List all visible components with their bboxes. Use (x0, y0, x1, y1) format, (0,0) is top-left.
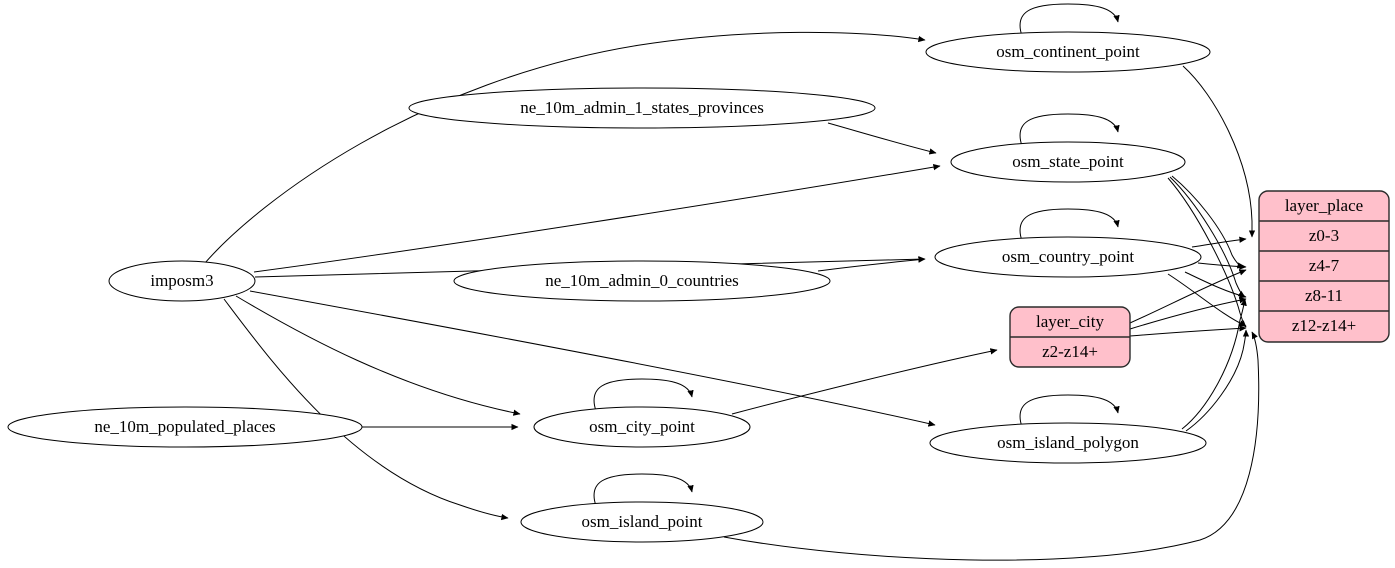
edge-osm-island-point-self-loop (593, 473, 694, 507)
node-ne-10m-admin-0-countries[interactable]: ne_10m_admin_0_countries (453, 260, 831, 302)
osm-country-point-label: osm_country_point (1002, 247, 1134, 266)
imposm3-ellipse (108, 260, 256, 302)
edge-osm-country-point-to-layer-place-z12-z14 (1167, 273, 1247, 327)
edge-osm-country-point-to-layer-place-z8-11 (1184, 271, 1247, 299)
node-osm-island-polygon[interactable]: osm_island_polygon (929, 422, 1207, 464)
layer-place-box (1258, 190, 1390, 343)
edge-layer-city-to-layer-place-z4-7 (1129, 269, 1247, 324)
edge-osm-state-point-self-loop (1019, 113, 1120, 147)
record-node-layer: layer_city z2-z14+ layer_place z0-3 z4-7… (1009, 190, 1390, 368)
edge-ne-states-to-osm-state-point (827, 122, 937, 155)
layer-place-row-z4-7[interactable]: z4-7 (1309, 256, 1340, 275)
edge-osm-country-point-self-loop (1019, 208, 1120, 242)
edge-osm-country-point-to-layer-place-z4-7 (1197, 262, 1247, 270)
edge-layer-city-to-layer-place-z12-z14 (1129, 325, 1247, 337)
record-node-layer-city[interactable]: layer_city z2-z14+ (1009, 306, 1131, 368)
node-osm-continent-point[interactable]: osm_continent_point (925, 31, 1211, 73)
edge-imposm3-to-osm-island-polygon (249, 290, 936, 427)
osm-continent-point-ellipse (925, 31, 1211, 73)
osm-island-point-label: osm_island_point (582, 512, 703, 531)
node-ne-10m-admin-1-states-provinces[interactable]: ne_10m_admin_1_states_provinces (408, 87, 876, 129)
edge-imposm3-to-osm-island-point (223, 298, 509, 521)
edge-osm-island-polygon-to-layer-place-z12-z14 (1185, 329, 1250, 432)
osm-island-polygon-label: osm_island_polygon (997, 433, 1139, 452)
node-osm-island-point[interactable]: osm_island_point (520, 501, 764, 543)
osm-city-point-ellipse (533, 406, 751, 448)
node-layer: imposm3 ne_10m_admin_1_states_provinces … (7, 31, 1211, 543)
layer-place-title: layer_place (1285, 196, 1363, 215)
layer-city-title: layer_city (1036, 312, 1104, 331)
edge-osm-island-point-to-layer-place-z12-z14 (723, 331, 1260, 561)
layer-city-row-z2-z14[interactable]: z2-z14+ (1042, 342, 1098, 361)
osm-island-polygon-ellipse (929, 422, 1207, 464)
osm-state-point-ellipse (950, 141, 1186, 183)
osm-country-point-ellipse (934, 236, 1202, 278)
node-osm-city-point[interactable]: osm_city_point (533, 406, 751, 448)
ne-countries-ellipse (453, 260, 831, 302)
edge-osm-island-polygon-to-layer-place-z8-11 (1181, 298, 1247, 430)
edge-imposm3-to-osm-state-point (253, 163, 941, 273)
edge-osm-city-point-self-loop (593, 378, 694, 412)
node-osm-state-point[interactable]: osm_state_point (950, 141, 1186, 183)
edge-imposm3-to-osm-city-point (235, 295, 521, 416)
layer-place-row-z0-3[interactable]: z0-3 (1309, 226, 1339, 245)
edge-ne-countries-to-osm-country-point (817, 256, 926, 272)
osm-state-point-label: osm_state_point (1012, 152, 1124, 171)
ne-populated-ellipse (7, 406, 363, 448)
ne-states-label: ne_10m_admin_1_states_provinces (520, 98, 764, 117)
ne-states-ellipse (408, 87, 876, 129)
node-imposm3[interactable]: imposm3 (108, 260, 256, 302)
layer-place-row-z12-z14[interactable]: z12-z14+ (1292, 316, 1356, 335)
layer-place-row-z8-11[interactable]: z8-11 (1305, 286, 1343, 305)
edge-osm-island-polygon-self-loop (1019, 394, 1120, 428)
edge-layer-city-to-layer-place-z8-11 (1129, 297, 1247, 330)
imposm3-label: imposm3 (150, 271, 213, 290)
ne-populated-label: ne_10m_populated_places (94, 417, 275, 436)
edge-layer (204, 3, 1260, 561)
edge-osm-city-point-to-layer-city-z2-z14 (731, 348, 998, 415)
osm-continent-point-label: osm_continent_point (996, 42, 1140, 61)
node-osm-country-point[interactable]: osm_country_point (934, 236, 1202, 278)
edge-osm-continent-point-to-layer-place-z0-3 (1182, 65, 1256, 238)
edge-osm-country-point-to-layer-place-z0-3 (1191, 236, 1247, 248)
edge-imposm3-to-osm-continent-point (204, 31, 926, 264)
osm-island-point-ellipse (520, 501, 764, 543)
edge-osm-continent-point-self-loop (1019, 3, 1120, 37)
osm-city-point-label: osm_city_point (589, 417, 695, 436)
node-ne-10m-populated-places[interactable]: ne_10m_populated_places (7, 406, 363, 448)
record-node-layer-place[interactable]: layer_place z0-3 z4-7 z8-11 z12-z14+ (1258, 190, 1390, 343)
ne-countries-label: ne_10m_admin_0_countries (545, 271, 739, 290)
